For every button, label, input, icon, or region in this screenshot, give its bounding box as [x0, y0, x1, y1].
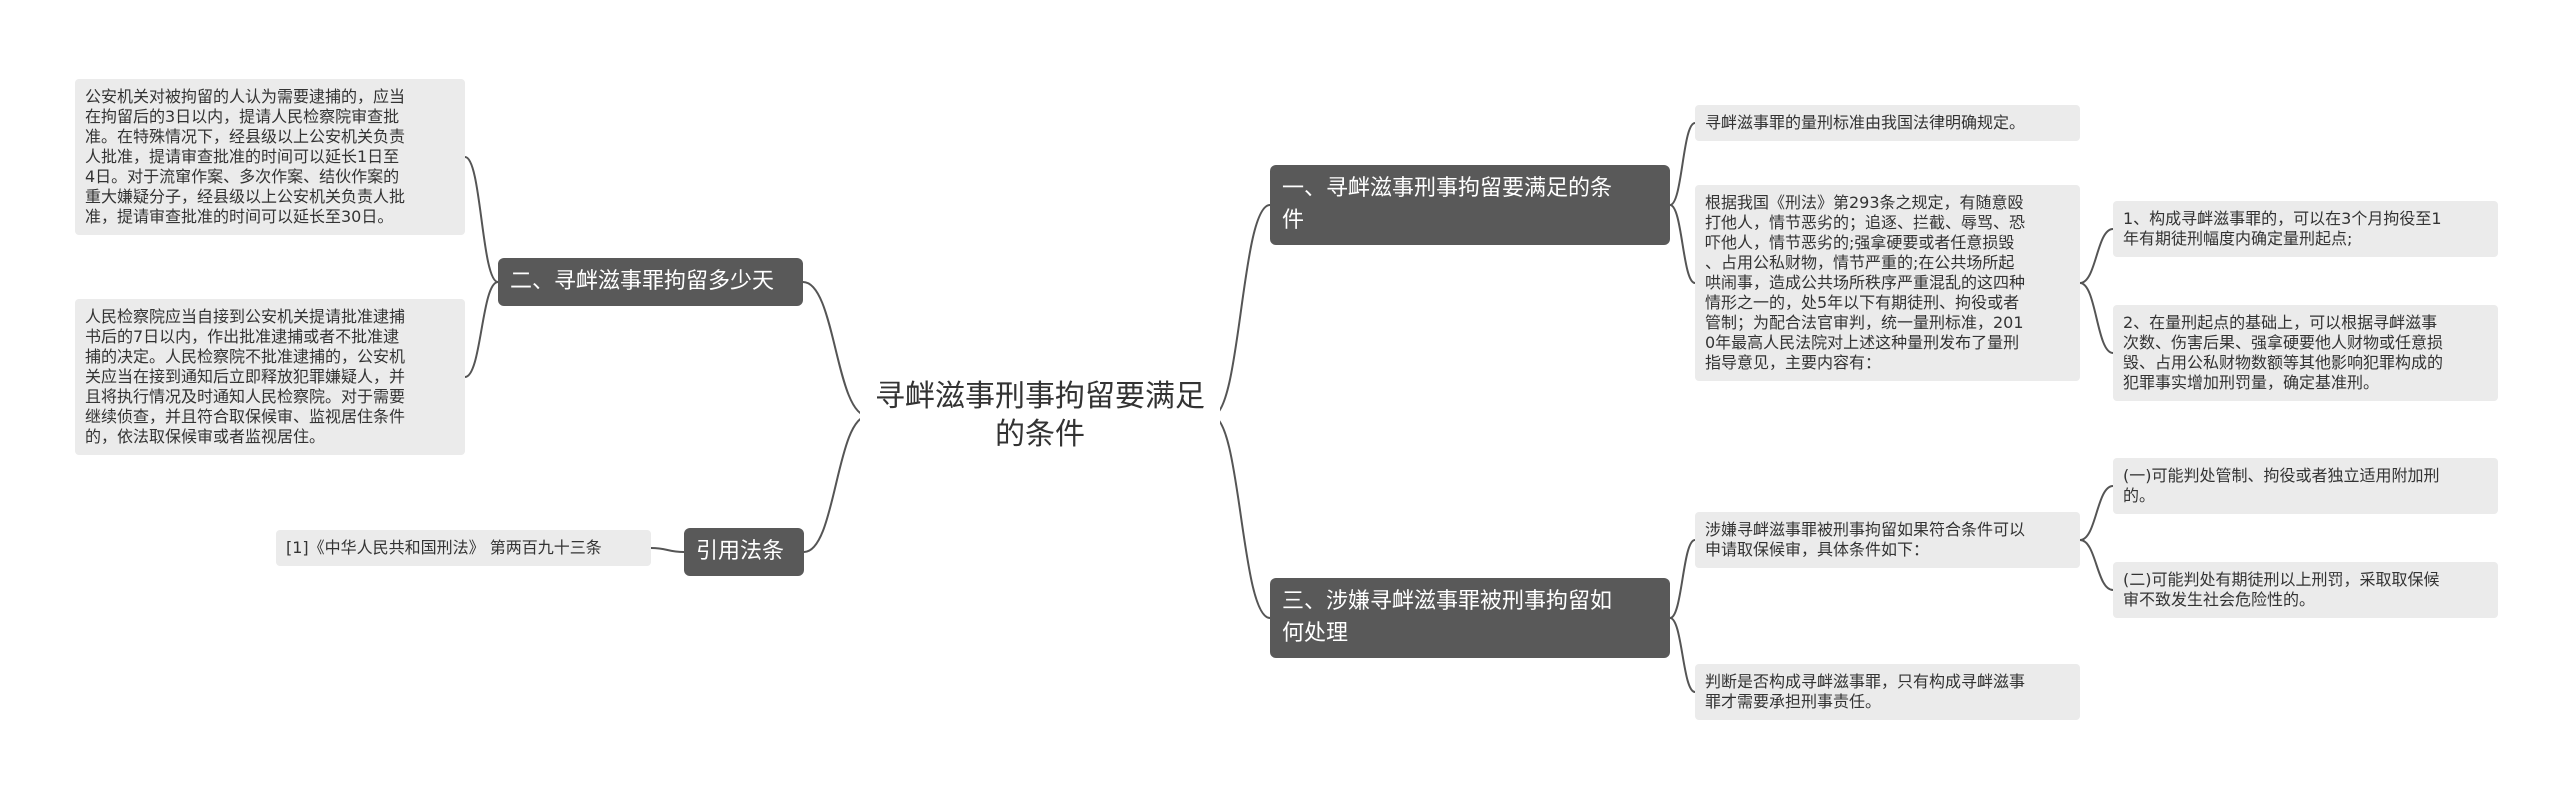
leaf-sentencing-standard[interactable]: 寻衅滋事罪的量刑标准由我国法律明确规定。	[1695, 105, 2080, 141]
connector-leaf-police-arrest-approval	[464, 156, 499, 283]
leaf-procuratorate-decision[interactable]: 人民检察院应当自接到公安机关提请批准逮捕 书后的7日以内，作出批准逮捕或者不批准…	[75, 299, 465, 455]
branch-conditions[interactable]: 一、寻衅滋事刑事拘留要满足的条 件	[1270, 165, 1670, 245]
leaf-bail-application[interactable]: 涉嫌寻衅滋事罪被刑事拘留如果符合条件可以 申请取保候审，具体条件如下：	[1695, 512, 2080, 568]
leaf-law-reference[interactable]: [1]《中华人民共和国刑法》 第两百九十三条	[276, 530, 651, 566]
branch-handling[interactable]: 三、涉嫌寻衅滋事罪被刑事拘留如 何处理	[1270, 578, 1670, 658]
branch-detention-days[interactable]: 二、寻衅滋事罪拘留多少天	[498, 258, 803, 306]
connector-branch-conditions	[1211, 204, 1271, 417]
leaf-criminal-liability[interactable]: 判断是否构成寻衅滋事罪，只有构成寻衅滋事 罪才需要承担刑事责任。	[1695, 664, 2080, 720]
branch-cited-law[interactable]: 引用法条	[684, 528, 804, 576]
leaf-police-arrest-approval[interactable]: 公安机关对被拘留的人认为需要逮捕的，应当 在拘留后的3日以内，提请人民检察院审查…	[75, 79, 465, 235]
leaf-bail-condition-2[interactable]: (二)可能判处有期徒刑以上刑罚，采取取保候 审不致发生社会危险性的。	[2113, 562, 2498, 618]
connector-leaf-law-reference	[650, 547, 685, 553]
connector-branch-detention-days	[802, 281, 869, 417]
connector-leaf-criminal-liability	[1669, 617, 1696, 693]
connector-leaf-criminal-law-article	[1669, 204, 1696, 284]
connector-leaf-procuratorate-decision	[464, 281, 499, 378]
leaf-sentencing-start-point[interactable]: 1、构成寻衅滋事罪的，可以在3个月拘役至1 年有期徒刑幅度内确定量刑起点;	[2113, 201, 2498, 257]
connector-branch-cited-law	[803, 415, 869, 553]
connector-leaf-bail-condition-1	[2079, 485, 2114, 541]
connector-leaf-base-penalty	[2079, 282, 2114, 354]
connector-leaf-sentencing-standard	[1669, 122, 1696, 206]
connector-leaf-sentencing-start-point	[2079, 228, 2114, 284]
leaf-bail-condition-1[interactable]: (一)可能判处管制、拘役或者独立适用附加刑 的。	[2113, 458, 2498, 514]
leaf-criminal-law-article[interactable]: 根据我国《刑法》第293条之规定，有随意殴 打他人，情节恶劣的；追逐、拦截、辱骂…	[1695, 185, 2080, 381]
connector-leaf-bail-application	[1669, 539, 1696, 619]
leaf-base-penalty[interactable]: 2、在量刑起点的基础上，可以根据寻衅滋事 次数、伤害后果、强拿硬要他人财物或任意…	[2113, 305, 2498, 401]
connector-leaf-bail-condition-2	[2079, 539, 2114, 591]
central-topic[interactable]: 寻衅滋事刑事拘留要满足 的条件	[860, 378, 1220, 454]
connector-branch-handling	[1211, 415, 1271, 619]
